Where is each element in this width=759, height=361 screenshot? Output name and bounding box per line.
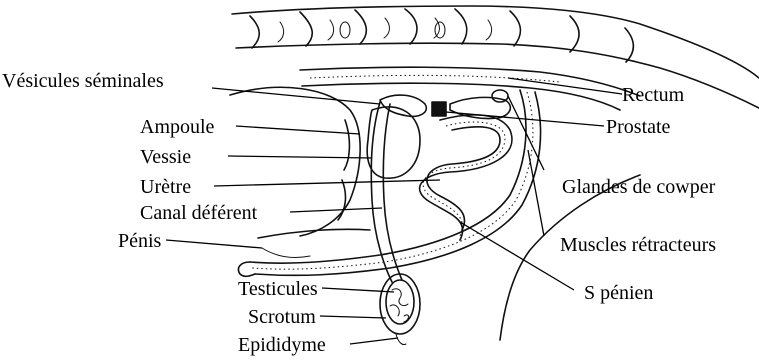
bladder [367, 107, 420, 178]
scrotum-testicle [380, 274, 420, 345]
urethra-s-penien [420, 115, 512, 240]
label-uretre: Urètre [140, 176, 191, 198]
label-scrotum: Scrotum [248, 306, 316, 328]
label-vesicules-seminales: Vésicules séminales [2, 70, 164, 92]
label-prostate: Prostate [606, 116, 670, 138]
body-outline [230, 87, 640, 340]
label-rectum: Rectum [622, 84, 684, 106]
label-ampoule: Ampoule [140, 116, 214, 138]
label-vessie: Vessie [140, 146, 191, 168]
rectum [300, 67, 640, 110]
label-muscles-retracteurs: Muscles rétracteurs [560, 234, 716, 256]
label-s-penien: S pénien [584, 282, 653, 304]
label-canal-deferent: Canal déférent [140, 202, 257, 224]
label-epididyme: Epididyme [238, 334, 326, 356]
label-glandes-de-cowper: Glandes de cowper [562, 176, 715, 198]
label-penis: Pénis [118, 230, 161, 252]
label-testicules: Testicules [238, 278, 318, 300]
accessory-glands [380, 90, 510, 119]
